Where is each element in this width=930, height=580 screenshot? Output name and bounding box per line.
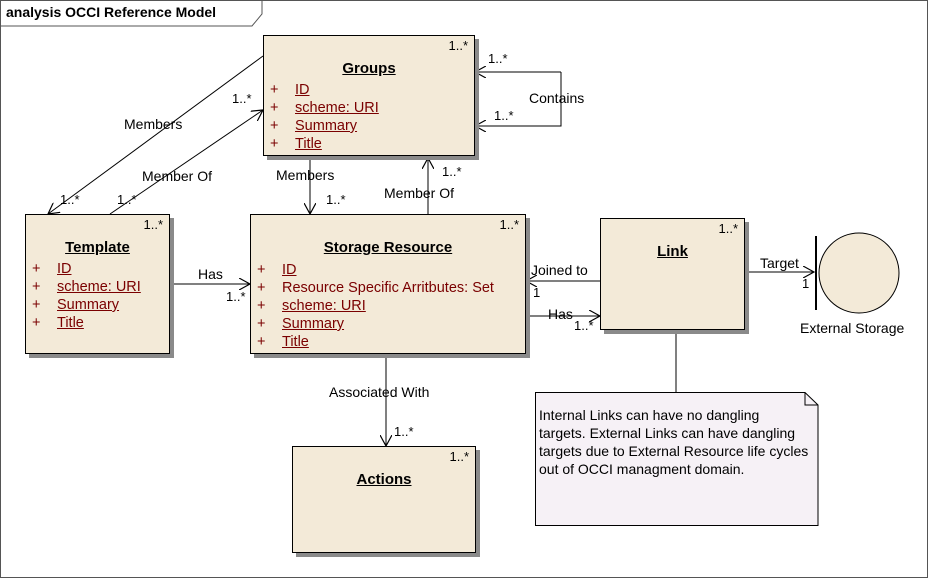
target-label: Target <box>760 255 799 271</box>
member-of-left-label: Member Of <box>142 168 213 184</box>
member-of-center-mult: 1..* <box>442 164 462 179</box>
external-storage-icon <box>815 232 900 314</box>
members-center-mult: 1..* <box>326 192 346 207</box>
link-title: Link <box>657 243 688 260</box>
associated-with-label: Associated With <box>329 384 430 400</box>
storage-resource-class[interactable]: 1..* Storage Resource +ID +Resource Spec… <box>250 214 526 354</box>
template-multiplicity: 1..* <box>143 217 163 232</box>
groups-class[interactable]: 1..* Groups +ID +scheme: URI +Summary +T… <box>263 35 475 156</box>
note-text: Internal Links can have no dangling targ… <box>539 407 809 477</box>
has-link-mult: 1..* <box>574 318 594 333</box>
has-link-label: Has <box>548 306 573 322</box>
actions-class[interactable]: 1..* Actions <box>292 446 476 553</box>
storage-resource-multiplicity: 1..* <box>499 217 519 232</box>
storage-resource-title: Storage Resource <box>323 239 453 256</box>
diagram-title-tab <box>0 0 263 27</box>
joined-to-mult: 1 <box>533 285 541 300</box>
link-multiplicity: 1..* <box>718 221 738 236</box>
members-left-mult: 1..* <box>60 192 80 207</box>
associated-with-mult: 1..* <box>394 424 414 439</box>
member-of-left-line <box>109 110 263 215</box>
has-template-mult: 1..* <box>226 289 246 304</box>
has-template-label: Has <box>198 266 223 282</box>
member-of-left-mult-start: 1..* <box>117 192 137 207</box>
target-mult: 1 <box>802 276 810 291</box>
diagram-title: analysis OCCI Reference Model <box>6 4 217 20</box>
member-of-left-mult-end: 1..* <box>232 91 252 106</box>
member-of-center-label: Member Of <box>384 185 455 201</box>
groups-title: Groups <box>342 60 396 77</box>
groups-multiplicity: 1..* <box>448 38 468 53</box>
external-storage-label: External Storage <box>800 320 905 336</box>
contains-mult-top: 1..* <box>488 51 508 66</box>
contains-line <box>475 72 562 126</box>
members-left-label: Members <box>124 116 183 132</box>
note-shape <box>535 392 819 526</box>
contains-mult-bottom: 1..* <box>494 108 514 123</box>
template-class[interactable]: 1..* Template +ID +scheme: URI +Summary … <box>25 214 170 354</box>
members-center-label: Members <box>276 167 335 183</box>
template-title: Template <box>65 239 130 256</box>
contains-label: Contains <box>529 90 585 106</box>
joined-to-label: Joined to <box>531 262 588 278</box>
members-left-line <box>48 55 264 214</box>
actions-multiplicity: 1..* <box>449 449 469 464</box>
link-class[interactable]: 1..* Link <box>600 218 745 330</box>
actions-title: Actions <box>356 471 412 488</box>
